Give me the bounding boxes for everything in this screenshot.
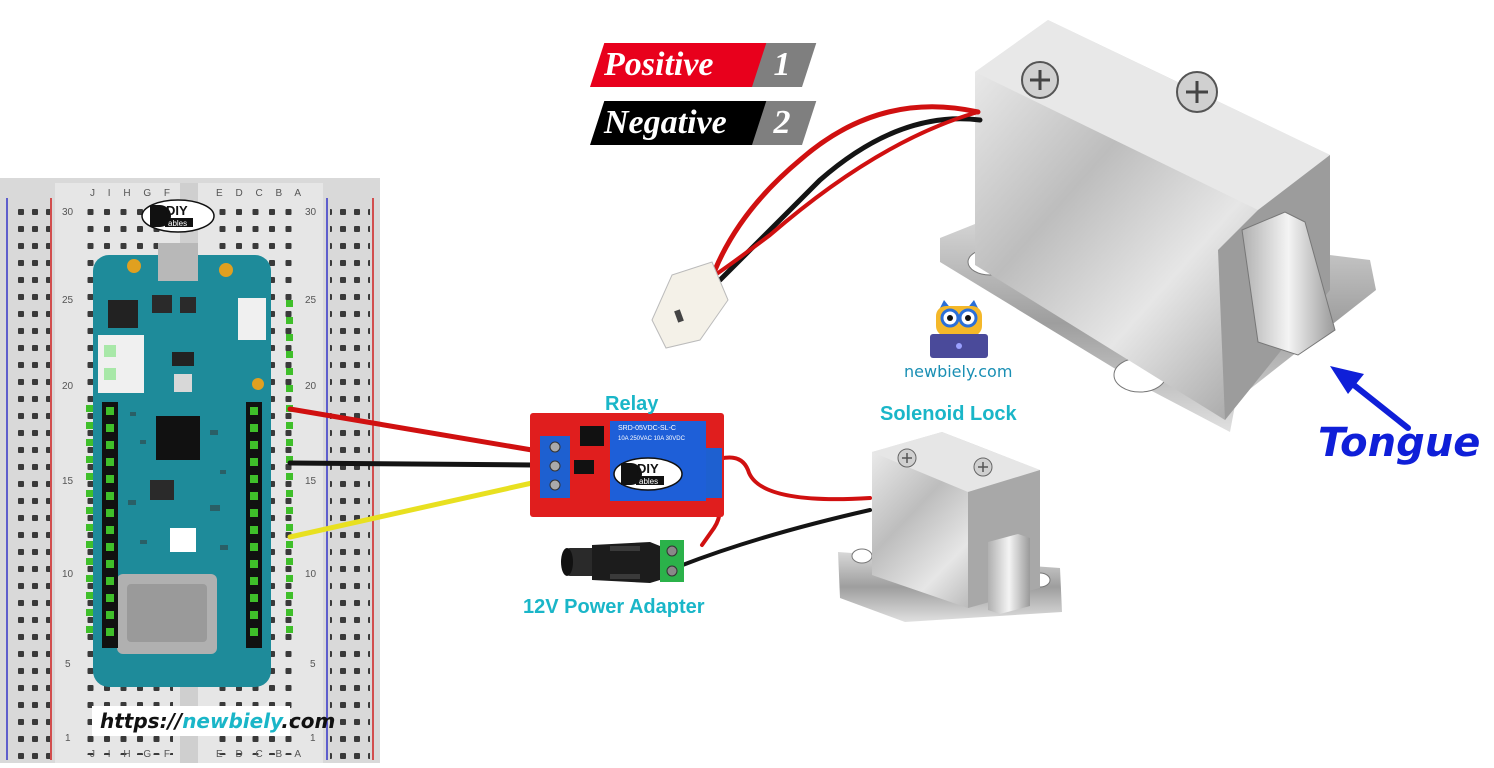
- row-number: 15: [62, 476, 74, 487]
- row-number: 30: [62, 207, 74, 218]
- svg-text:ables: ables: [639, 477, 658, 486]
- row-number: 25: [62, 295, 74, 306]
- url-box: [92, 706, 290, 736]
- relay-rating-text: 10A 250VAC 10A 30VDC: [618, 436, 686, 442]
- newbiely-owl-logo: [930, 300, 988, 358]
- jst-connector: [651, 261, 729, 349]
- wire-relay-to-lock: [708, 455, 872, 502]
- wire-black-gnd: [287, 460, 535, 468]
- url-suffix: .com: [281, 709, 336, 733]
- wire-red-signal: [287, 406, 535, 453]
- legend-negative-number: 2: [773, 104, 791, 141]
- row-number: 20: [305, 381, 317, 392]
- url-text: https://newbiely.com: [100, 709, 335, 733]
- arduino-board: [93, 243, 271, 687]
- power-adapter-label: 12V Power Adapter: [523, 596, 705, 618]
- row-number: 20: [62, 381, 74, 392]
- column-letters: J I H G F: [90, 188, 175, 199]
- tongue-arrow: [1330, 366, 1411, 431]
- solenoid-lock-label: Solenoid Lock: [880, 403, 1017, 425]
- legend-positive-label: Positive: [604, 46, 714, 83]
- solenoid-lock-small: [838, 432, 1062, 622]
- column-letters: E D C B A: [216, 188, 306, 199]
- newbiely-brand-text: newbiely.com: [904, 362, 1013, 381]
- lock-cable: [712, 104, 983, 283]
- wire-yellow-vcc: [287, 480, 535, 540]
- url-brand: newbiely: [182, 709, 282, 733]
- row-number: 25: [305, 295, 317, 306]
- row-number: 10: [305, 569, 317, 580]
- svg-text:DIY: DIY: [166, 203, 188, 218]
- column-letters: E D C B A: [216, 749, 306, 760]
- row-number: 15: [305, 476, 317, 487]
- relay-model-text: SRD-05VDC-SL-C: [618, 425, 676, 432]
- diyables-logo: DIY ables: [141, 199, 215, 233]
- row-number: 1: [65, 733, 71, 744]
- legend-positive-number: 1: [773, 46, 791, 83]
- row-number: 10: [62, 569, 74, 580]
- solenoid-lock-large: [940, 20, 1376, 432]
- legend-negative-label: Negative: [604, 104, 727, 141]
- svg-text:DIY: DIY: [637, 461, 659, 476]
- url-prefix: https://: [100, 709, 183, 733]
- tongue-label: Tongue: [1318, 420, 1481, 466]
- row-number: 5: [65, 659, 71, 670]
- wire-adapter-to-lock: [678, 508, 872, 568]
- power-adapter: [561, 540, 684, 583]
- svg-text:ables: ables: [168, 219, 187, 228]
- row-number: 1: [310, 733, 316, 744]
- relay-label: Relay: [605, 393, 659, 415]
- relay-module: SRD-05VDC-SL-C 10A 250VAC 10A 30VDC DIY …: [530, 413, 724, 517]
- column-letters: J I H G F: [90, 749, 175, 760]
- wires: [287, 406, 872, 568]
- row-number: 5: [310, 659, 316, 670]
- row-number: 30: [305, 207, 317, 218]
